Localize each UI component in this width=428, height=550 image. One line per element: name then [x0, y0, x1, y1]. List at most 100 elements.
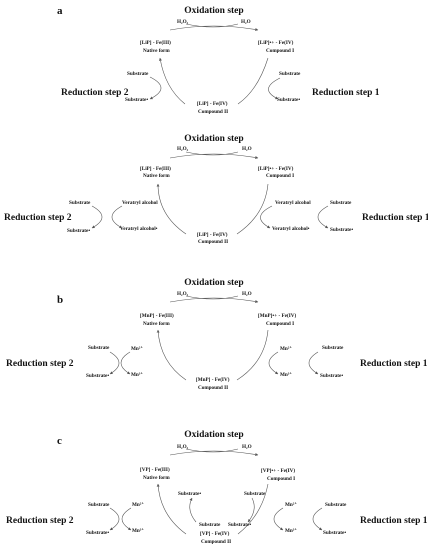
reduction-2-arc: [156, 483, 187, 535]
compound-1-enzyme: [LiP]•+ - Fe(IV): [258, 39, 294, 46]
native-enzyme: [VP] - Fe(III): [140, 466, 170, 473]
substrate-right-arc: [317, 205, 329, 229]
compound-2-enzyme: [VP] - Fe(IV): [200, 530, 230, 537]
mn2-right: Mn²⁺: [280, 346, 292, 352]
panel-a-letter: a: [57, 5, 63, 17]
mn2-right: Mn²⁺: [285, 502, 297, 508]
reduction-2-arc: [156, 183, 187, 235]
substrate-radical-right: Substrate•: [320, 373, 343, 379]
mn-right-arc: [268, 351, 279, 375]
native-form-label: Native form: [143, 321, 170, 327]
compound-1-enzyme: [MnP]•+ - Fe(IV): [258, 312, 296, 319]
substrate-left-arc: [109, 351, 120, 375]
center-right-substrate-arc: [247, 497, 255, 523]
substrate-left: Substrate: [88, 502, 110, 508]
compound-1-label: Compound I: [267, 476, 295, 482]
substrate-right: Substrate: [330, 200, 352, 206]
h2o2-label: H₂O₂: [177, 19, 189, 25]
compound-2-enzyme: [LiP] - Fe(IV): [197, 231, 228, 238]
reduction-2-arc: [158, 57, 186, 105]
compound-1-label: Compound I: [266, 321, 294, 327]
substrate-right-arc: [308, 351, 319, 375]
substrate-radical-left: Substrate•: [86, 373, 109, 379]
substrate-right: Substrate: [279, 71, 301, 77]
oxidation-arrow: [169, 25, 259, 31]
substrate-radical-right: Substrate•: [330, 227, 353, 233]
substrate-center-left: Substrate•: [178, 491, 201, 497]
mn-left-arc: [120, 351, 131, 375]
compound-2-label: Compound II: [198, 239, 228, 245]
peroxide-arc: [185, 295, 239, 300]
native-enzyme: [LiP] - Fe(III): [140, 165, 171, 172]
substrate-right: Substrate: [322, 345, 344, 351]
reduction-step-1-label: Reduction step 1: [312, 88, 380, 98]
substrate-right-arc: [312, 507, 323, 531]
oxidation-step-title: Oxidation step: [184, 6, 243, 16]
reduction-step-1-label: Reduction step 1: [360, 516, 428, 526]
mn2-left: Mn²⁺: [132, 502, 144, 508]
peroxide-arc: [185, 23, 239, 28]
substrate-radical-right: Substrate•: [277, 97, 300, 103]
native-form-label: Native form: [143, 173, 170, 179]
reduction-step-2-label: Reduction step 2: [4, 213, 72, 223]
compound-2-label: Compound II: [198, 109, 228, 115]
reduction-1-arc: [237, 483, 269, 535]
center-left-substrate-arc: [189, 497, 197, 523]
compound-2-enzyme: [LiP] - Fe(IV): [197, 100, 228, 107]
substrate-center-right: Substrate: [244, 491, 266, 497]
substrate-right-arc: [268, 77, 281, 100]
reduction-2-arc: [156, 329, 187, 381]
va-left-arc: [111, 205, 123, 229]
h2o2-label: H₂O₂: [177, 146, 189, 152]
native-enzyme: [MnP] - Fe(III): [140, 312, 174, 319]
mn3-left: Mn³⁺: [131, 372, 143, 378]
peroxide-arc: [185, 448, 239, 453]
mn2-left: Mn²⁺: [131, 346, 143, 352]
oxidation-arrow: [169, 153, 259, 159]
oxidation-arrow: [169, 450, 259, 456]
substrate-left-arc: [91, 205, 103, 229]
reduction-1-arc: [236, 183, 269, 235]
substrate-left: Substrate: [88, 345, 110, 351]
h2o-label: H₂O: [242, 291, 252, 297]
substrate-center-right-bottom: Substrate•: [228, 522, 251, 528]
panel-c-cycle: c Oxidation step H₂O₂ H₂O [VP] - Fe(III)…: [6, 430, 428, 545]
veratryl-alcohol-right: Veratryl alcohol: [275, 200, 311, 206]
native-enzyme: [LiP] - Fe(III): [140, 39, 171, 46]
compound-1-enzyme: [VP]•+ - Fe(IV): [261, 467, 295, 474]
reduction-1-arc: [236, 329, 269, 381]
h2o-label: H₂O: [242, 146, 252, 152]
substrate-left-arc: [109, 507, 120, 531]
mn3-left: Mn³⁺: [132, 528, 144, 534]
veratryl-alcohol-radical-left: Veratryl alcohol•: [120, 226, 158, 232]
compound-1-enzyme: [LiP]•+ - Fe(IV): [258, 165, 294, 172]
substrate-left: Substrate: [69, 200, 91, 206]
substrate-radical-left: Substrate•: [67, 228, 90, 234]
mn3-right: Mn³⁺: [285, 528, 297, 534]
compound-2-label: Compound II: [198, 385, 228, 391]
mn-left-arc: [121, 507, 132, 531]
reduction-step-2-label: Reduction step 2: [6, 359, 74, 369]
substrate-radical-left: Substrate•: [125, 97, 148, 103]
veratryl-alcohol-radical-right: Veratryl alcohol•: [272, 226, 310, 232]
oxidation-step-title: Oxidation step: [184, 278, 243, 288]
mn3-right: Mn³⁺: [280, 372, 292, 378]
compound-1-label: Compound I: [266, 48, 294, 54]
compound-2-label: Compound II: [201, 539, 231, 545]
h2o-label: H₂O: [241, 19, 251, 25]
h2o2-label: H₂O₂: [177, 291, 189, 297]
oxidation-step-title: Oxidation step: [184, 430, 243, 440]
h2o2-label: H₂O₂: [177, 444, 189, 450]
substrate-radical-left: Substrate•: [86, 530, 109, 536]
reduction-step-1-label: Reduction step 1: [362, 213, 428, 223]
veratryl-alcohol-left: Veratryl alcohol: [122, 200, 158, 206]
substrate-right: Substrate: [325, 502, 347, 508]
native-form-label: Native form: [143, 48, 170, 54]
panel-c-letter: c: [57, 435, 62, 447]
mn-right-arc: [273, 507, 284, 531]
panel-a-bottom-cycle: Oxidation step H₂O₂ H₂O [LiP] - Fe(III) …: [4, 134, 428, 245]
reduction-step-2-label: Reduction step 2: [6, 516, 74, 526]
substrate-radical-right: Substrate•: [323, 530, 346, 536]
